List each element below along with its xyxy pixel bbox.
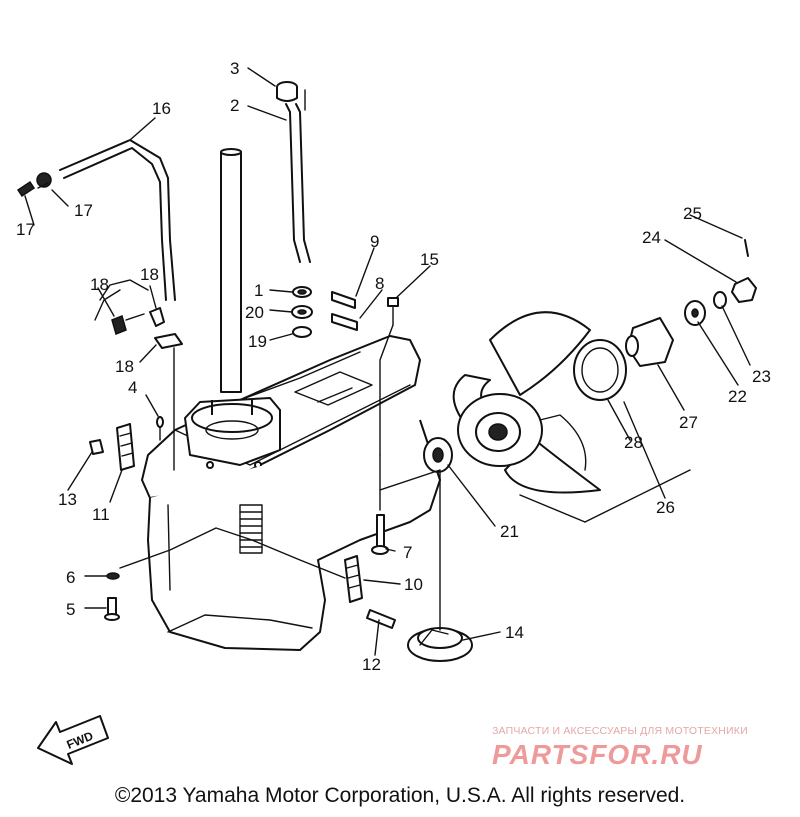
propeller bbox=[452, 311, 601, 494]
callout-14: 14 bbox=[505, 623, 524, 642]
callout-15: 15 bbox=[420, 250, 439, 269]
callout-6: 6 bbox=[66, 568, 75, 587]
callout-10: 10 bbox=[404, 575, 423, 594]
callout-13: 13 bbox=[58, 490, 77, 509]
callout-21: 21 bbox=[500, 522, 519, 541]
callout-8: 8 bbox=[375, 274, 384, 293]
fwd-arrow: FWD bbox=[37, 715, 109, 765]
callout-18-a: 17 bbox=[74, 201, 93, 220]
callout-20: 20 bbox=[245, 303, 264, 322]
callout-26: 26 bbox=[656, 498, 675, 517]
callout-16: 16 bbox=[152, 99, 171, 118]
callout-4: 4 bbox=[128, 378, 137, 397]
callout-labels: 3 2 16 17 17 18 18 18 1 20 19 9 8 15 4 1… bbox=[16, 59, 771, 674]
hose bbox=[59, 139, 176, 321]
callout-2: 2 bbox=[230, 96, 239, 115]
watermark-subtitle: ЗАПЧАСТИ И АКСЕССУАРЫ ДЛЯ МОТОТЕХНИКИ bbox=[492, 725, 748, 737]
callout-17: 17 bbox=[16, 220, 35, 239]
callout-1: 1 bbox=[254, 281, 263, 300]
callout-28: 28 bbox=[624, 433, 643, 452]
lower-casing bbox=[141, 148, 441, 651]
callout-18-b: 18 bbox=[90, 275, 109, 294]
callout-19: 19 bbox=[248, 332, 267, 351]
callout-11: 11 bbox=[92, 505, 110, 524]
water-tube bbox=[285, 89, 311, 263]
callout-5: 5 bbox=[66, 600, 75, 619]
callout-9: 9 bbox=[370, 232, 379, 251]
callout-25: 25 bbox=[683, 204, 702, 223]
callout-23: 23 bbox=[752, 367, 771, 386]
watermark: ЗАПЧАСТИ И АКСЕССУАРЫ ДЛЯ МОТОТЕХНИКИ PA… bbox=[492, 725, 748, 770]
leader-lines bbox=[24, 67, 751, 656]
callout-12: 12 bbox=[362, 655, 381, 674]
watermark-brand: PARTSFOR.RU bbox=[492, 739, 703, 770]
callout-18-d: 18 bbox=[115, 357, 134, 376]
callout-3: 3 bbox=[230, 59, 239, 78]
callout-7: 7 bbox=[403, 543, 412, 562]
callout-22: 22 bbox=[728, 387, 747, 406]
water-intake-grille bbox=[239, 504, 263, 554]
callout-27: 27 bbox=[679, 413, 698, 432]
callout-24: 24 bbox=[642, 228, 661, 247]
copyright-notice: ©2013 Yamaha Motor Corporation, U.S.A. A… bbox=[114, 784, 686, 807]
callout-18-c: 18 bbox=[140, 265, 159, 284]
